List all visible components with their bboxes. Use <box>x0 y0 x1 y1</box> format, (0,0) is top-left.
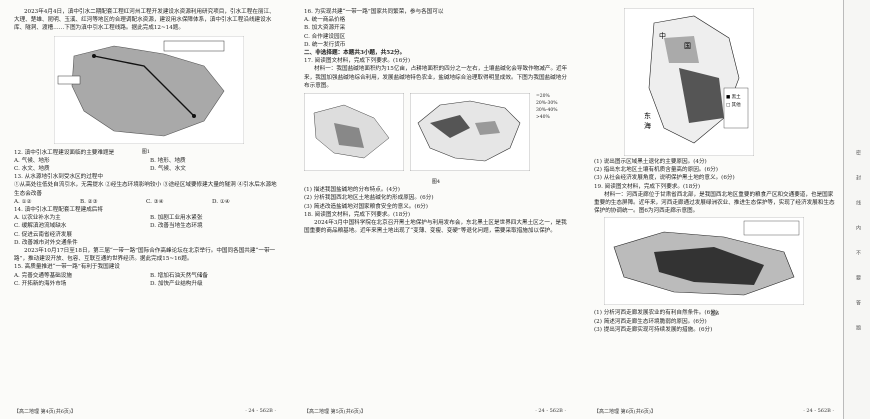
northeast-map: 中 国 东 海 ■ 黑土 □ 其他 <box>623 7 755 157</box>
question-15-options: A. 完善交通等基础设施 B. 增加石油天然气储备 C. 开拓新的海外市场 D.… <box>14 272 278 288</box>
sub-question: (3) 从社会经济发展角度，说明保护黑土地的意义。(6分) <box>594 175 735 182</box>
footer-right: · 24 - 562B · <box>803 408 834 414</box>
question-19: 19. 阅读图文材料，完成下列要求。(18分) <box>594 183 701 190</box>
footer-right: · 24 - 562B · <box>245 408 276 414</box>
question-15: 15. 高质量推进“一带一路”有利于我国建设 <box>14 264 120 271</box>
footer-right: · 24 - 562B · <box>535 408 566 414</box>
sub-question: (3) 简述改造盐碱地对国家粮食安全的意义。(6分) <box>304 203 428 210</box>
regional-map <box>304 93 404 172</box>
option[interactable]: A. 统一商品价格 <box>304 17 346 24</box>
option[interactable]: A. ①② <box>14 198 32 205</box>
question-13-options: A. ①② B. ②③ C. ③④ D. ①④ <box>14 198 278 206</box>
option[interactable]: D. ①④ <box>212 198 230 205</box>
question-13-items: ①从高处往低处自流引水，无需提水 ②经生态环境影响较小 ③途经区域要修建大量的隧… <box>14 182 277 197</box>
side-label: 封 <box>855 175 861 180</box>
figure-caption: 图6 <box>710 310 720 317</box>
option[interactable]: A. 以农业补水为主 <box>14 215 61 222</box>
figure-4: =20% 20%-30% 30%-40% >40% <box>304 93 568 175</box>
section-title: 二、非选择题：本题共3小题，共52分。 <box>304 50 406 57</box>
option[interactable]: A. 气候、地形 <box>14 157 50 164</box>
option[interactable]: B. 加大资源开采 <box>304 25 346 32</box>
seal-line-sidebar: 密 封 线 内 不 要 答 题 <box>843 0 870 419</box>
question-12-options: A. 气候、地形 B. 地形、地质 C. 水文、地质 D. 气候、水文 <box>14 157 278 173</box>
hexi-corridor-map <box>603 217 805 306</box>
yunnan-map <box>53 35 245 144</box>
option[interactable]: D. 统一发行货币 <box>304 41 346 48</box>
legend-item: 20%-30% <box>536 101 558 107</box>
question-19-text: 材料一：河西走廊位于甘肃省西北部，是我国西北地区重要的粮食产区和交通要道，也是国… <box>594 191 835 215</box>
side-label: 线 <box>855 200 861 205</box>
page-footer: 【高二地理 第4页(共6页)】 · 24 - 562B · <box>14 408 276 415</box>
question-14-extra: D. 改善城市对外交通条件 <box>14 239 78 246</box>
map-label: 国 <box>684 42 691 50</box>
intro-paragraph: 2023年4月4日，滇中引水二期配套工程红河州工程开发建设水资源利用研究项目，引… <box>14 9 275 32</box>
option[interactable]: D. 改善当地生态环境 <box>150 223 203 230</box>
option[interactable]: D. 加快产业结构升级 <box>150 280 203 287</box>
sub-question: (1) 说出图示区域黑土退化的主要原因。(4分) <box>594 159 707 165</box>
sub-question: (1) 分析河西走廊发展农业的有利自然条件。(6分) <box>594 310 718 317</box>
side-label: 要 <box>855 275 861 280</box>
option[interactable]: C. 合作建设园区 <box>304 33 346 40</box>
legend-item: □ 其他 <box>726 101 741 108</box>
side-label: 答 <box>855 300 861 305</box>
option[interactable]: C. ③④ <box>146 198 164 205</box>
footer-left: 【高二地理 第6页(共6页)】 <box>594 409 656 415</box>
option[interactable]: B. 增加石油天然气储备 <box>150 272 209 279</box>
sub-question: (1) 描述我国盐碱地的分布特点。(4分) <box>304 187 400 194</box>
option[interactable]: C. 开拓新的海外市场 <box>14 280 67 287</box>
side-label: 密 <box>855 150 861 155</box>
legend-item: ■ 黑土 <box>726 93 741 100</box>
question-16: 16. 为实现共建“一带一路”国家共同繁荣，参与各国可以 <box>304 9 444 15</box>
question-13: 13. 从水源地引水到受水区的过程中 <box>14 174 103 181</box>
option[interactable]: B. 地形、地质 <box>150 157 186 164</box>
map-label: 东 <box>644 111 651 120</box>
exam-page-5: 16. 为实现共建“一带一路”国家共同繁荣，参与各国可以 A. 统一商品价格 B… <box>290 0 580 419</box>
footer-left: 【高二地理 第5页(共6页)】 <box>304 409 366 415</box>
exam-page-6: 中 国 东 海 ■ 黑土 □ 其他 (1) 说出图示区域黑土退化的主要原因。(4… <box>580 0 870 419</box>
option[interactable]: B. ②③ <box>80 198 98 205</box>
page-footer: 【高二地理 第6页(共6页)】 · 24 - 562B · <box>594 408 834 415</box>
option[interactable]: C. 水文、地质 <box>14 166 50 173</box>
question-18: 18. 阅读图文材料，完成下列要求。(18分) <box>304 211 411 218</box>
option[interactable]: B. 加剧工业用水紧张 <box>150 215 203 222</box>
legend-item: 30%-40% <box>536 108 558 114</box>
sub-question: (2) 指出东北地区土壤有机质含量高的原因。(6分) <box>594 167 718 174</box>
question-17-text: 材料一：我国盐碱地面积约为15亿亩，占耕地面积的四分之一左右，土壤盐碱化会导致作… <box>304 66 568 89</box>
side-label: 不 <box>855 250 861 255</box>
figure-5: 中 国 东 海 ■ 黑土 □ 其他 <box>594 7 836 158</box>
exam-page-4: 2023年4月4日，滇中引水二期配套工程红河州工程开发建设水资源利用研究项目，引… <box>0 0 290 419</box>
legend-item: >40% <box>536 115 550 121</box>
side-label: 内 <box>855 225 861 230</box>
option[interactable]: C. 缓解滇池流域缺水 <box>14 223 67 230</box>
question-18-text: 2024年3月中国科学院在北京召开黑土地保护与利用发布会，东北黑土区是世界四大黑… <box>304 220 567 235</box>
side-label: 题 <box>855 325 861 330</box>
footer-left: 【高二地理 第4页(共6页)】 <box>14 409 76 415</box>
option[interactable]: D. 气候、水文 <box>150 166 186 173</box>
question-14-options: A. 以农业补水为主 B. 加剧工业用水紧张 C. 缓解滇池流域缺水 D. 改善… <box>14 214 278 230</box>
intro-paragraph-2: 2023年10月17日至18日，第三届“一带一路”国际合作高峰论坛在北京举行。中… <box>14 248 276 263</box>
map-legend: =20% 20%-30% 30%-40% >40% <box>536 93 558 175</box>
china-map <box>410 93 530 172</box>
map-label: 海 <box>644 121 651 130</box>
option[interactable]: A. 完善交通等基础设施 <box>14 272 72 279</box>
question-12: 12. 滇中引水工程建设面临的主要难题是 <box>14 149 115 156</box>
figure-6: 图6 <box>594 217 836 317</box>
figure-caption: 图1 <box>141 148 151 155</box>
page-footer: 【高二地理 第5页(共6页)】 · 24 - 562B · <box>304 408 566 415</box>
map-label: 中 <box>659 31 666 40</box>
question-14-extra: C. 促进云南省经济发展 <box>14 231 72 238</box>
legend-item: =20% <box>536 94 550 100</box>
figure-1: 图1 <box>14 35 278 155</box>
figure-caption: 图4 <box>431 179 441 186</box>
sub-question: (2) 简述河西走廊生态环境脆弱的原因。(6分) <box>594 318 707 325</box>
question-17: 17. 阅读图文材料，完成下列要求。(16分) <box>304 58 411 65</box>
sub-question: (3) 提出河西走廊实现可持续发展的措施。(6分) <box>594 326 713 333</box>
question-14: 14. 滇中引水工程配套工程建成后将 <box>14 207 103 214</box>
sub-question: (2) 分析我国西北地区土地盐碱化的形成原因。(6分) <box>304 195 434 202</box>
